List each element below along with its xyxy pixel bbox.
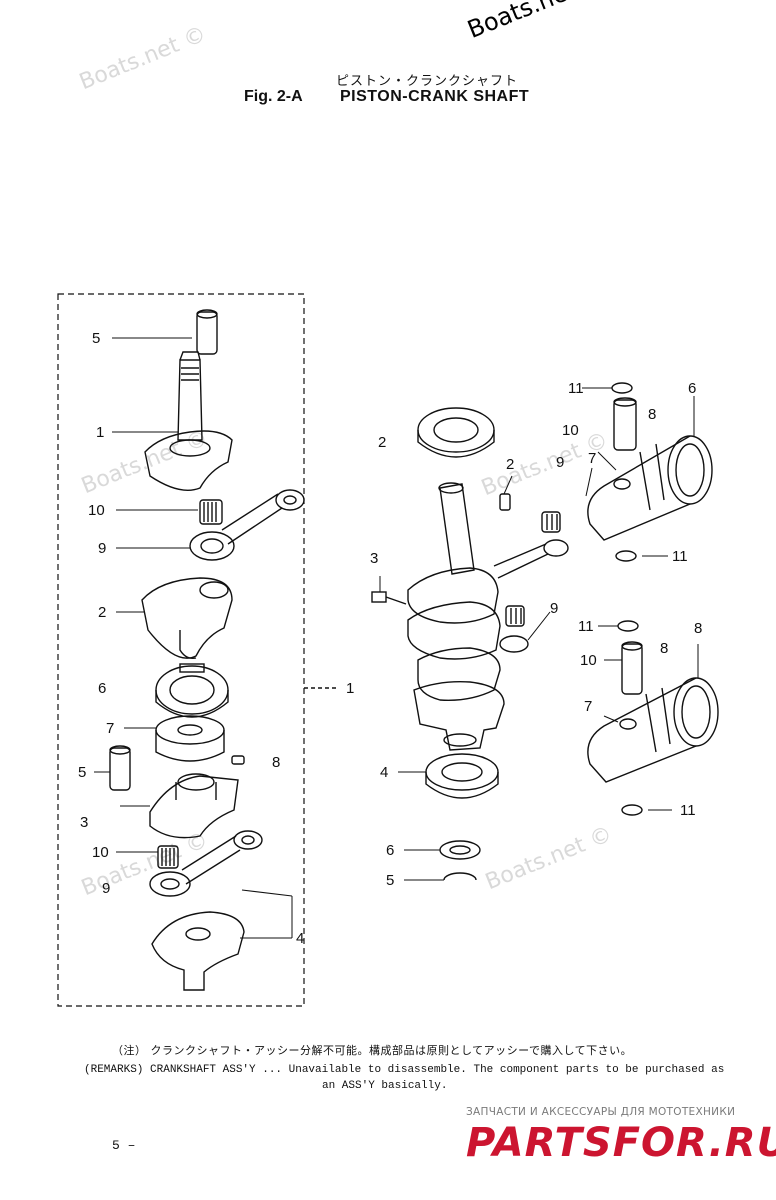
piston-pin-upper [613, 397, 637, 451]
callout-left-7: 7 [106, 720, 114, 737]
crank-middle-3 [149, 773, 239, 839]
callout-right-5: 5 [386, 872, 394, 889]
callout-left-2a: 2 [98, 604, 106, 621]
ball-bearing-top-right [417, 407, 495, 458]
piston-pin-lower [621, 641, 643, 695]
crank-web-2 [141, 577, 233, 660]
callout-right-4: 4 [380, 764, 388, 781]
connecting-rod-top [189, 489, 305, 561]
needle-bearing-top [199, 499, 223, 525]
callout-left-9b: 9 [102, 880, 110, 897]
callout-right-11a: 11 [568, 380, 584, 397]
callout-left-9a: 9 [98, 540, 106, 557]
callout-left-5b: 5 [78, 764, 86, 781]
japanese-title: ピストン・クランクシャフト [336, 74, 519, 89]
ball-bearing-bottom-right [425, 753, 499, 799]
callout-right-7a: 7 [588, 450, 596, 467]
piston-lower [587, 677, 719, 783]
callout-left-10b: 10 [92, 844, 109, 861]
callout-right-2b: 2 [506, 456, 514, 473]
callout-right-9a: 9 [556, 454, 564, 471]
needle-bearing-right-mid [499, 605, 529, 653]
callout-right-10a: 10 [562, 422, 579, 439]
leader-lines-left [94, 337, 293, 939]
callout-left-5a: 5 [92, 330, 100, 347]
callout-left-1a: 1 [96, 424, 104, 441]
connecting-rod-right-upper [493, 539, 569, 579]
callout-right-8c: 8 [660, 640, 668, 657]
crank-pin-top [196, 309, 218, 355]
callout-right-2: 2 [378, 434, 386, 451]
crankshaft-assembled [407, 482, 505, 751]
promo-tagline: ЗАПЧАСТИ И АКСЕССУАРЫ ДЛЯ МОТОТЕХНИКИ [466, 1106, 736, 1118]
callout-right-11b: 11 [672, 548, 688, 565]
callout-right-8a: 8 [648, 406, 656, 423]
woodruff-key-8 [231, 755, 245, 765]
remarks-japanese: （注） クランクシャフト・アッシー分解不可能。構成部品は原則としてアッシーで購入… [112, 1044, 633, 1057]
callout-right-7b: 7 [584, 698, 592, 715]
figure-number: Fig. 2-A [244, 88, 303, 105]
needle-bearing-right-upper [541, 511, 561, 533]
callout-left-4: 4 [296, 930, 304, 947]
crank-pin-lower [109, 745, 131, 791]
page-number: 5 – [112, 1138, 136, 1153]
callout-right-11d: 11 [680, 802, 696, 819]
callout-right-6b: 6 [386, 842, 394, 859]
callout-right-9b: 9 [550, 600, 558, 617]
callout-left-8: 8 [272, 754, 280, 771]
callout-right-6: 6 [688, 380, 696, 397]
callout-left-3: 3 [80, 814, 88, 831]
callout-right-8b: 8 [694, 620, 702, 637]
connecting-rod-lower [149, 830, 263, 897]
callout-left-6: 6 [98, 680, 106, 697]
piston-upper [587, 435, 713, 541]
callout-right-3: 3 [370, 550, 378, 567]
figure-title: PISTON-CRANK SHAFT [340, 88, 530, 105]
remarks-english-line1: (REMARKS) CRANKSHAFT ASS'Y ... Unavailab… [84, 1064, 725, 1076]
remarks-english-line2: an ASS'Y basically. [322, 1080, 448, 1092]
circlip-11b [615, 550, 637, 562]
circlip-11a [611, 382, 633, 394]
upper-crank-shaft [144, 351, 233, 491]
callout-left-10a: 10 [88, 502, 105, 519]
callout-right-11c: 11 [578, 618, 594, 635]
snap-ring-5 [443, 872, 477, 881]
key-2-right [499, 493, 511, 511]
crank-disc-7 [155, 715, 225, 762]
circlip-11c [617, 620, 639, 632]
washer-6 [439, 840, 481, 860]
needle-bearing-lower [157, 845, 179, 869]
leader-lines-right [379, 387, 699, 881]
screw-3 [371, 591, 407, 605]
promo-logo[interactable]: PARTSFOR.RU [466, 1120, 776, 1166]
ball-bearing-left [155, 663, 229, 718]
crankshaft-assy-box [57, 293, 305, 1007]
lower-crank-4 [151, 911, 245, 991]
callout-right-10b: 10 [580, 652, 597, 669]
callout-left-1-group: 1 [346, 680, 354, 697]
circlip-11d [621, 804, 643, 816]
